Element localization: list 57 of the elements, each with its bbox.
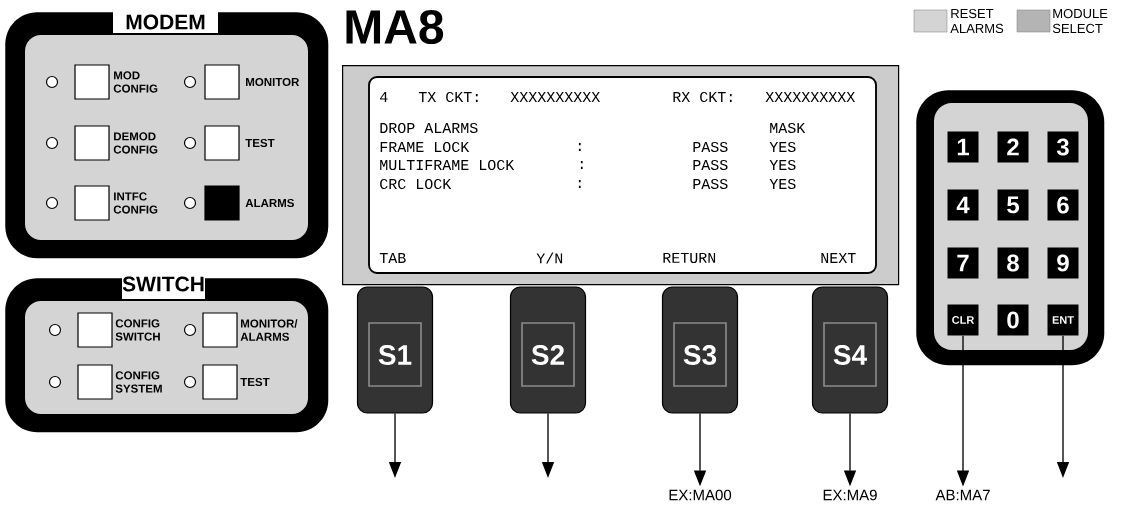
button-label: TEST (240, 377, 270, 387)
display-text: : (580, 161, 583, 169)
keypad-key: 4 (947, 189, 979, 221)
display-text: XXXXXXXXXX (765, 92, 855, 102)
reference-label: EX:MA00 (669, 489, 732, 501)
display-text: : (578, 180, 581, 188)
keypad-key: 5 (997, 189, 1029, 221)
display-text: TAB (379, 253, 406, 263)
button-label: ALARMS (245, 198, 294, 208)
diagram-title: MA8 (346, 10, 444, 44)
reference-label: AB:MA7 (935, 489, 990, 501)
display-text: DROP ALARMS (380, 122, 478, 134)
soft-key: S3 (661, 286, 739, 414)
button-label: MONITOR/ ALARMS (240, 319, 298, 341)
display-text: PASS (693, 159, 728, 171)
display-text: YES (769, 141, 796, 153)
keypad-key: ENT (1047, 304, 1079, 336)
display-text: MULTIFRAME LOCK (380, 159, 515, 171)
soft-key: S2 (509, 286, 587, 414)
display-text: RX CKT: (673, 91, 732, 103)
keypad-key: 3 (1047, 131, 1079, 163)
panel-title: MODEM (113, 2, 218, 33)
button-label: CONFIG SYSTEM (115, 371, 162, 393)
display-text: YES (769, 178, 796, 190)
display-text: Y/N (536, 252, 563, 264)
display-text: RETURN (663, 253, 716, 263)
legend-label: MODULE SELECT (1052, 8, 1108, 34)
keypad-key: CLR (947, 304, 979, 336)
display-text: XXXXXXXXXX (510, 92, 600, 102)
display-text: PASS (693, 141, 728, 153)
keypad-key: 7 (947, 247, 979, 279)
display-text: MASK (770, 122, 806, 134)
panel-title: SWITCH (122, 268, 205, 299)
display-text: FRAME LOCK (380, 141, 470, 153)
keypad-key: 0 (997, 304, 1029, 336)
display-text: : (578, 143, 581, 151)
display-text: CRC LOCK (380, 178, 452, 190)
button-label: TEST (245, 138, 275, 148)
button-label: DEMOD CONFIG (113, 132, 158, 154)
button-label: MONITOR (246, 77, 300, 87)
button-label: INTFC CONFIG (113, 192, 158, 214)
button-label: MOD CONFIG (113, 71, 158, 93)
keypad-key: 9 (1047, 247, 1079, 279)
display-text: 4 (380, 92, 388, 102)
button-label: CONFIG SWITCH (115, 319, 160, 341)
display-text: NEXT (821, 253, 856, 263)
keypad-key: 2 (997, 131, 1029, 163)
soft-key: S4 (811, 286, 889, 414)
display-text: YES (769, 159, 796, 171)
keypad-key: 1 (947, 131, 979, 163)
legend-label: RESET ALARMS (950, 8, 1004, 34)
keypad-key: 6 (1047, 189, 1079, 221)
soft-key: S1 (356, 286, 434, 414)
reference-label: EX:MA9 (823, 489, 877, 501)
display-text: PASS (693, 178, 728, 190)
display-text: TX CKT: (418, 91, 478, 103)
keypad-key: 8 (997, 247, 1029, 279)
